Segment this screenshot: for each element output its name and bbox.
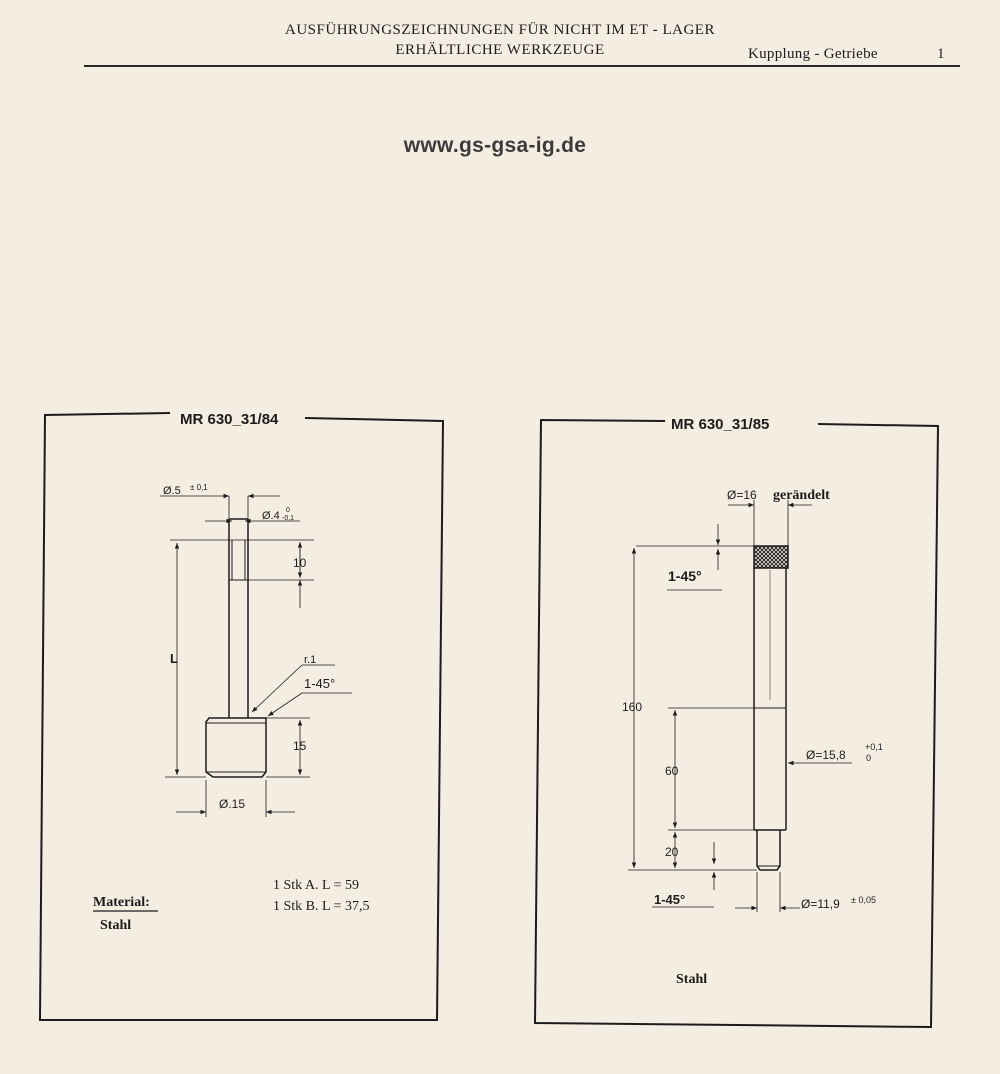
left-dim-radius: r.1 [304, 654, 316, 666]
header-title-line1: AUSFÜHRUNGSZEICHNUNGEN FÜR NICHT IM ET -… [285, 22, 715, 38]
left-dim-neck-tol-top: 0 [286, 507, 290, 514]
right-dim-shaft-tol-bottom: 0 [866, 753, 871, 763]
right-frame [533, 418, 940, 1029]
left-dim-neck-tol-bottom: -0,1 [282, 515, 294, 522]
page-number: 1 [937, 46, 945, 62]
left-dim-tip-tol: ± 0,1 [190, 483, 208, 492]
right-dim-knurl-dia: Ø=16 [727, 488, 757, 502]
right-part-number: MR 630_31/85 [671, 416, 769, 433]
drawing-left-labels: MR 630_31/84 Ø.5 ± 0,1 Ø.4 0 -0,1 10 L r… [93, 411, 369, 933]
right-pin-outline [756, 830, 781, 871]
right-dim-knurl-note: gerändelt [773, 488, 830, 503]
left-frame [38, 412, 445, 1021]
left-dim-tip-dia: Ø.5 [163, 485, 181, 497]
right-dim-shaft-dia: Ø=15,8 [806, 748, 846, 762]
right-dim-pin-tol: ± 0,05 [851, 895, 876, 905]
left-rod-outline [228, 518, 249, 718]
right-dim-pin-dia: Ø=11,9 [801, 897, 840, 911]
left-dim-head-length: 15 [293, 739, 307, 753]
left-head-lines [206, 722, 266, 773]
right-material-value: Stahl [676, 972, 707, 987]
header-section: Kupplung - Getriebe [748, 46, 878, 62]
right-knurl [753, 545, 789, 569]
watermark-url: www.gs-gsa-ig.de [403, 134, 587, 157]
left-dim-head-dia: Ø.15 [219, 797, 245, 811]
drawing-left [38, 412, 445, 1021]
left-qty-b: 1 Stk B. L = 37,5 [273, 899, 369, 914]
left-qty-a: 1 Stk A. L = 59 [273, 878, 359, 893]
left-material-label: Material: [93, 895, 150, 910]
left-material-value: Stahl [100, 918, 131, 933]
left-head-outline [205, 717, 267, 778]
right-dim-chamfer-bottom: 1-45° [654, 892, 685, 907]
left-dim-neck-dia: Ø.4 [262, 510, 280, 522]
header-title-line2: ERHÄLTLICHE WERKZEUGE [395, 42, 605, 58]
left-dim-length: L [170, 651, 178, 666]
right-dim-total-length: 160 [622, 700, 642, 714]
right-dim-pin-length: 20 [665, 845, 679, 859]
drawing-right-labels: MR 630_31/85 Ø=16 gerändelt 1-45° 160 60… [622, 416, 883, 987]
left-dim-tip-length: 10 [293, 556, 307, 570]
right-dim-shaft-tol-top: +0,1 [865, 742, 883, 752]
drawing-right [533, 418, 940, 1029]
header-rule [84, 65, 960, 67]
right-dim-chamfer-top: 1-45° [668, 568, 702, 584]
header-title: AUSFÜHRUNGSZEICHNUNGEN FÜR NICHT IM ET -… [200, 20, 800, 60]
left-tip-inner [229, 540, 248, 581]
left-part-number: MR 630_31/84 [180, 411, 279, 428]
right-dim-shaft-length: 60 [665, 764, 679, 778]
left-dim-chamfer: 1-45° [304, 676, 335, 691]
